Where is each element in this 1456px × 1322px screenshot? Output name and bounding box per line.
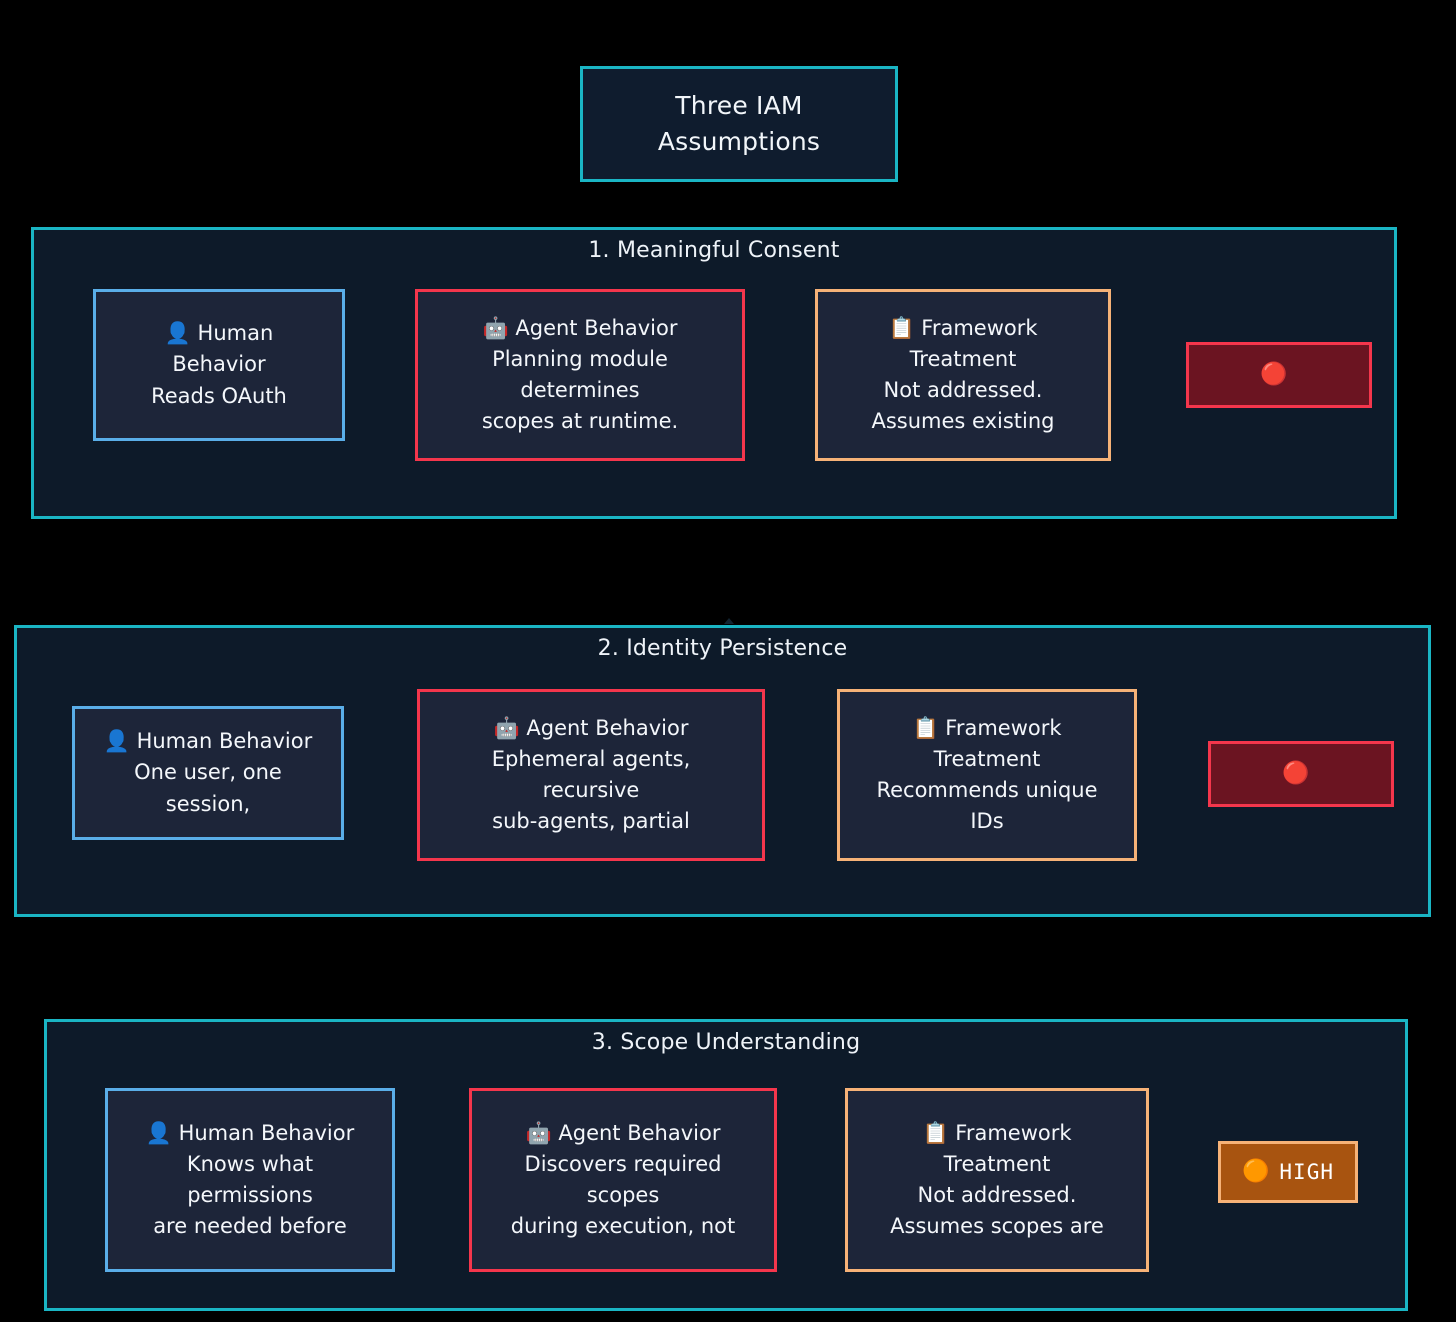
root-title-label: Three IAM Assumptions	[657, 90, 821, 156]
section-3-framework-body: Treatment Not addressed. Assumes scopes …	[890, 1151, 1104, 1239]
section-3-human-heading: 👤 Human Behavior	[145, 1120, 355, 1145]
section-3-framework-heading: 📋 Framework	[922, 1120, 1072, 1145]
section-3-severity-badge: 🟠 HIGH	[1218, 1141, 1358, 1203]
section-3-title: 3. Scope Understanding	[591, 1030, 861, 1055]
section-identity-persistence: 2. Identity Persistence 👤 Human Behavior…	[14, 625, 1431, 917]
section-meaningful-consent: 1. Meaningful Consent 👤 Human Behavior R…	[31, 227, 1397, 519]
red-circle-icon: 🔴	[1282, 761, 1310, 786]
section-3-human-behavior-card: 👤 Human Behavior Knows what permissions …	[105, 1088, 395, 1272]
section-2-title: 2. Identity Persistence	[597, 636, 848, 661]
orange-circle-icon: 🟠	[1242, 1159, 1270, 1184]
red-circle-icon: 🔴	[1260, 362, 1288, 387]
section-2-framework-heading: 📋 Framework	[912, 715, 1062, 740]
section-2-severity-badge: 🔴	[1208, 741, 1394, 807]
section-1-agent-behavior-card: 🤖 Agent Behavior Planning module determi…	[415, 289, 745, 461]
section-1-framework-treatment-card: 📋 Framework Treatment Not addressed. Ass…	[815, 289, 1111, 461]
section-scope-understanding: 3. Scope Understanding 👤 Human Behavior …	[44, 1019, 1408, 1311]
section-2-human-heading: 👤 Human Behavior	[103, 729, 313, 754]
section-2-agent-behavior-card: 🤖 Agent Behavior Ephemeral agents, recur…	[417, 689, 765, 861]
section-2-human-body: One user, one session,	[134, 760, 282, 816]
section-3-agent-body: Discovers required scopes during executi…	[510, 1151, 736, 1239]
root-title-node: Three IAM Assumptions	[580, 66, 898, 182]
section-1-title: 1. Meaningful Consent	[588, 238, 840, 263]
section-2-framework-body: Treatment Recommends unique IDs	[876, 746, 1098, 834]
section-2-agent-heading: 🤖 Agent Behavior	[493, 715, 689, 740]
section-1-severity-badge: 🔴	[1186, 342, 1372, 408]
section-1-human-body: Behavior Reads OAuth	[151, 352, 287, 408]
section-1-agent-body: Planning module determines scopes at run…	[481, 346, 679, 434]
section-2-framework-treatment-card: 📋 Framework Treatment Recommends unique …	[837, 689, 1137, 861]
section-1-agent-heading: 🤖 Agent Behavior	[482, 315, 678, 340]
section-1-human-heading: 👤 Human	[164, 321, 274, 346]
section-3-human-body: Knows what permissions are needed before	[153, 1151, 347, 1239]
section-2-human-behavior-card: 👤 Human Behavior One user, one session,	[72, 706, 344, 840]
section-3-severity-label: HIGH	[1279, 1160, 1334, 1184]
section-2-agent-body: Ephemeral agents, recursive sub-agents, …	[491, 746, 691, 834]
connector-tip-section2	[724, 618, 734, 624]
section-3-framework-treatment-card: 📋 Framework Treatment Not addressed. Ass…	[845, 1088, 1149, 1272]
section-1-framework-heading: 📋 Framework	[888, 315, 1038, 340]
section-1-framework-body: Treatment Not addressed. Assumes existin…	[871, 346, 1055, 434]
section-3-agent-behavior-card: 🤖 Agent Behavior Discovers required scop…	[469, 1088, 777, 1272]
section-3-agent-heading: 🤖 Agent Behavior	[525, 1120, 721, 1145]
section-1-human-behavior-card: 👤 Human Behavior Reads OAuth	[93, 289, 345, 441]
